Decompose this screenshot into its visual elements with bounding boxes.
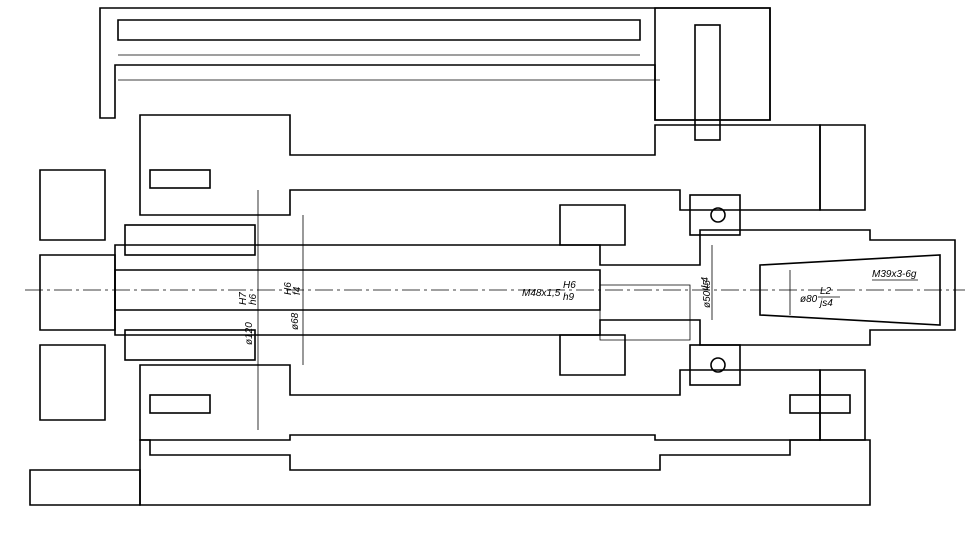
bore-fit-label: H7 [238,292,249,305]
spindle-dia-label: ø68 [290,312,301,330]
end-thread-label: M39x3-6g [872,269,917,280]
end-fit-label: L2 [820,286,832,297]
front-flange [39,169,116,421]
housing-lower [29,439,871,506]
end-dia-label: ø80 [800,294,818,305]
rear-cover [819,124,866,441]
bore-dia-label: ø120 [244,322,255,345]
side-screws [149,169,851,414]
thread-main-label: M48x1,5 [522,288,561,299]
bearing-dia-label: ø50k5 [702,280,713,308]
spindle-sleeve [139,114,821,441]
spindle-tol-label: f4 [292,286,303,295]
bearing-fit-label: L4 [700,276,711,288]
front-bearing-bottom [124,329,256,361]
bore-tol-label: h6 [248,293,259,305]
helical-gear [559,204,691,376]
thread-main-fit-label: H6 [563,280,576,291]
rear-bearing-bottom [689,344,741,386]
spindle-fit-label: H6 [283,282,294,295]
front-bearing-top [124,224,256,256]
top-bolt [694,24,721,141]
rear-bearing-top [689,194,741,236]
housing-upper [99,7,771,121]
end-tol-label: js4 [818,298,833,309]
thread-main-tol-label: h9 [563,292,575,303]
